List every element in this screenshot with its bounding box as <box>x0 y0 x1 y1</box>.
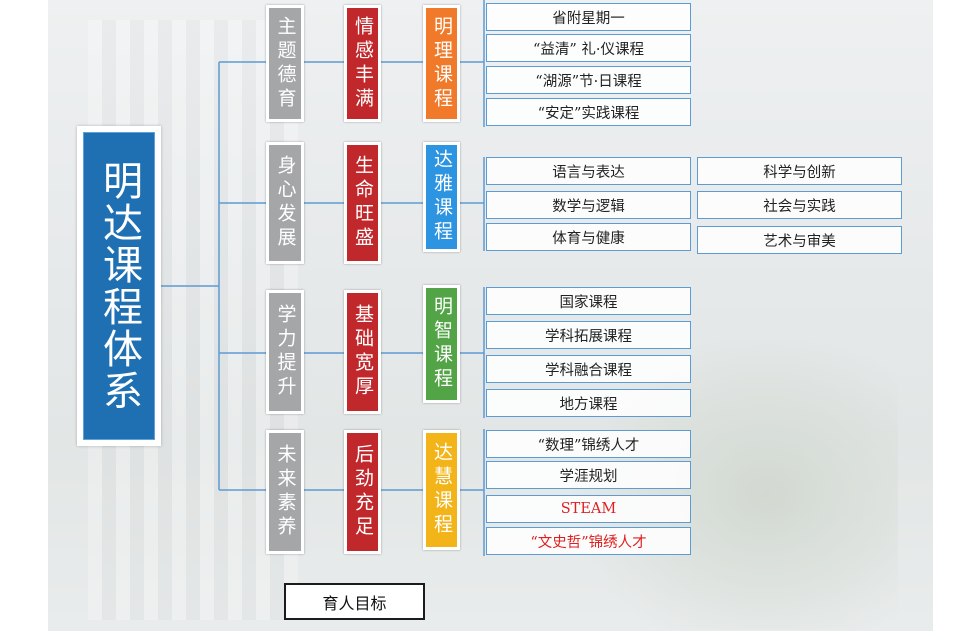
goal-label: 学力提升 <box>274 304 297 400</box>
trait-label: 情感丰满 <box>352 15 374 112</box>
goal-label: 主题德育 <box>274 15 297 112</box>
trait-box-vitality: 生命旺盛 <box>344 142 381 264</box>
category-box-mingli: 明理课程 <box>423 5 460 122</box>
category-label: 明理课程 <box>431 15 453 112</box>
trait-label: 基础宽厚 <box>352 304 374 400</box>
course-item: 体育与健康 <box>486 223 691 251</box>
goal-box-physical: 身心发展 <box>266 142 304 264</box>
goal-box-moral: 主题德育 <box>266 5 304 122</box>
trait-box-stamina: 后劲充足 <box>344 430 381 554</box>
course-item: 数学与逻辑 <box>486 191 691 219</box>
course-item: 国家课程 <box>486 287 691 315</box>
course-item-extra: 艺术与审美 <box>697 226 902 254</box>
course-item-highlight: STEAM <box>486 495 691 523</box>
trait-box-foundation: 基础宽厚 <box>344 290 381 414</box>
goal-label: 未来素养 <box>274 444 297 540</box>
goal-label: 身心发展 <box>274 155 297 251</box>
course-item: 省附星期一 <box>486 3 691 31</box>
category-box-mingzhi: 明智课程 <box>423 285 460 403</box>
course-item-highlight: “文史哲”锦绣人才 <box>486 527 691 555</box>
course-item: 学涯规划 <box>486 461 691 489</box>
category-box-daya: 达雅课程 <box>423 142 460 252</box>
course-item: 语言与表达 <box>486 157 691 185</box>
trait-box-emotion: 情感丰满 <box>344 5 381 122</box>
category-label: 达慧课程 <box>431 442 453 538</box>
trait-label: 后劲充足 <box>352 444 374 540</box>
goal-box-future: 未来素养 <box>266 430 304 554</box>
course-item-extra: 科学与创新 <box>697 157 902 185</box>
bottom-label: 育人目标 <box>284 583 425 620</box>
course-item: “益清” 礼·仪课程 <box>486 34 691 62</box>
course-item-extra: 社会与实践 <box>697 191 902 219</box>
course-item: “数理”锦绣人才 <box>486 430 691 458</box>
category-label: 达雅课程 <box>431 149 453 245</box>
course-item: 学科融合课程 <box>486 355 691 383</box>
goal-box-learning: 学力提升 <box>266 290 304 414</box>
course-item: “安定”实践课程 <box>486 98 691 126</box>
category-box-dahui: 达慧课程 <box>423 430 460 550</box>
category-label: 明智课程 <box>431 296 453 392</box>
course-item: 地方课程 <box>486 389 691 417</box>
course-item: 学科拓展课程 <box>486 321 691 349</box>
main-title: 明达课程体系 <box>96 160 142 412</box>
main-title-box: 明达课程体系 <box>77 126 161 446</box>
course-item: “湖源”节·日课程 <box>486 66 691 94</box>
trait-label: 生命旺盛 <box>352 155 374 251</box>
